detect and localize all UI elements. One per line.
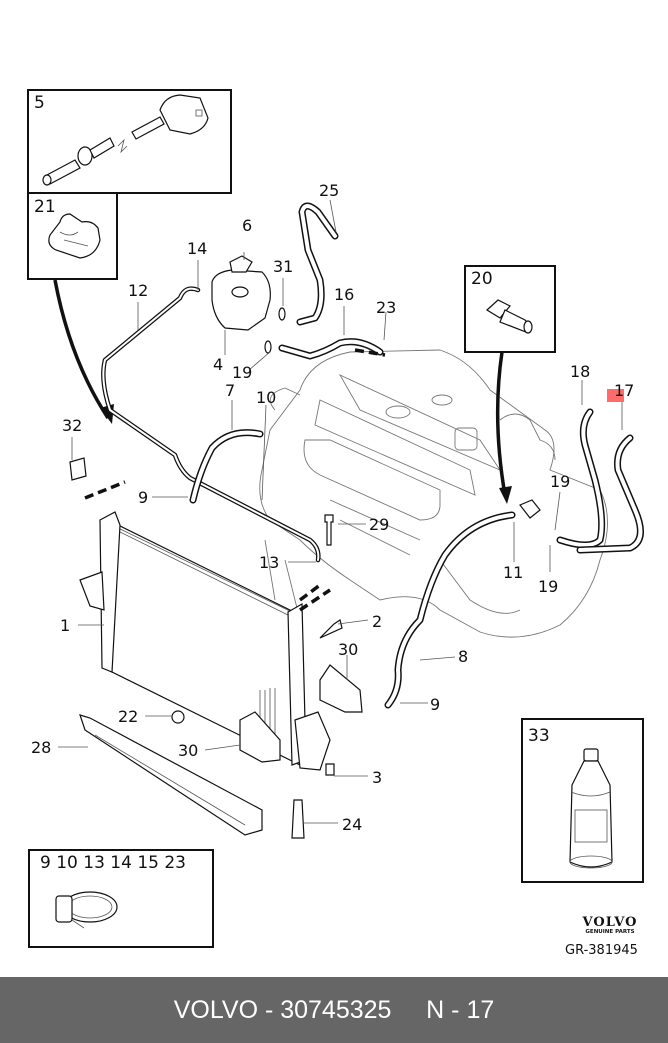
- bolt-29[interactable]: [324, 514, 334, 546]
- callout-16[interactable]: 16: [334, 285, 354, 304]
- brand-logo: VOLVO GENUINE PARTS: [560, 915, 660, 935]
- callout-32[interactable]: 32: [62, 416, 82, 435]
- nut-22[interactable]: [171, 710, 185, 724]
- inset-nipple[interactable]: 20: [464, 265, 556, 353]
- bolt-2[interactable]: [319, 619, 343, 639]
- callout-23[interactable]: 23: [376, 298, 396, 317]
- callout-30[interactable]: 30: [338, 640, 358, 659]
- o-ring-31: [278, 307, 286, 321]
- hose-clamp-icon: [55, 891, 118, 929]
- callout-19[interactable]: 19: [550, 472, 570, 491]
- clamp-part-numbers: 9 10 13 14 15 23: [40, 853, 186, 873]
- bleed-nipple-11[interactable]: [519, 499, 541, 519]
- bracket-upper[interactable]: [319, 664, 363, 713]
- highlight-marker: [607, 389, 624, 402]
- bolt-3[interactable]: [325, 763, 335, 776]
- inset-sensor[interactable]: 5: [27, 89, 232, 194]
- brand-name: VOLVO: [582, 915, 638, 930]
- callout-2[interactable]: 2: [372, 612, 382, 631]
- callout-25[interactable]: 25: [319, 181, 339, 200]
- callout-29[interactable]: 29: [369, 515, 389, 534]
- inset-hose-clamp[interactable]: 9 10 13 14 15 23: [28, 849, 214, 948]
- callout-30[interactable]: 30: [178, 741, 198, 760]
- callout-12[interactable]: 12: [128, 281, 148, 300]
- callout-19[interactable]: 19: [232, 363, 252, 382]
- radiator[interactable]: [79, 511, 307, 766]
- callout-24[interactable]: 24: [342, 815, 362, 834]
- callout-33: 33: [528, 726, 550, 746]
- brand-tagline: GENUINE PARTS: [585, 929, 635, 935]
- callout-9[interactable]: 9: [430, 695, 440, 714]
- callout-13[interactable]: 13: [259, 553, 279, 572]
- callout-22[interactable]: 22: [118, 707, 138, 726]
- callout-14[interactable]: 14: [187, 239, 207, 258]
- parts-diagram: 5 21 20: [27, 89, 644, 948]
- temperature-sensor-icon: [42, 94, 209, 186]
- callout-6[interactable]: 6: [242, 216, 252, 235]
- drawing-id: GR-381945: [565, 943, 638, 958]
- part-number-caption: VOLVO - 30745325 N - 17: [173, 995, 495, 1024]
- air-deflector[interactable]: [79, 714, 263, 836]
- callout-5: 5: [34, 93, 45, 113]
- inset-clip[interactable]: 21: [27, 192, 118, 280]
- leader-lines: [58, 199, 623, 824]
- bracket-lower[interactable]: [239, 711, 281, 763]
- callout-7[interactable]: 7: [225, 381, 235, 400]
- expansion-tank[interactable]: [211, 255, 271, 331]
- callout-4[interactable]: 4: [213, 355, 223, 374]
- callout-18[interactable]: 18: [570, 362, 590, 381]
- callout-9[interactable]: 9: [138, 488, 148, 507]
- callout-1[interactable]: 1: [60, 616, 70, 635]
- o-ring-19: [264, 340, 272, 354]
- callout-28[interactable]: 28: [31, 738, 51, 757]
- inset-coolant-bottle[interactable]: 33: [521, 718, 644, 883]
- assembly-line: [84, 480, 126, 500]
- callout-17[interactable]: 17: [614, 381, 634, 400]
- callout-11[interactable]: 11: [503, 563, 523, 582]
- footer-bar: VOLVO - 30745325 N - 17: [0, 977, 668, 1043]
- pointer-arrow: [53, 279, 110, 419]
- coolant-bottle-icon: [569, 748, 613, 869]
- hoses: [101, 202, 644, 709]
- stud-24[interactable]: [291, 799, 305, 839]
- pointer-arrow: [495, 351, 507, 496]
- rubber-bushing-32[interactable]: [69, 457, 87, 481]
- callout-31[interactable]: 31: [273, 257, 293, 276]
- callout-21: 21: [34, 197, 56, 217]
- callout-20: 20: [471, 269, 493, 289]
- clip-icon: [48, 213, 101, 259]
- callout-3[interactable]: 3: [372, 768, 382, 787]
- callout-labels: 1 2 3 4 6 7 8 9 9 10 11 12 13 14 16 17 1…: [31, 181, 634, 834]
- callout-8[interactable]: 8: [458, 647, 468, 666]
- bracket-mount[interactable]: [294, 711, 331, 771]
- callout-10[interactable]: 10: [256, 388, 276, 407]
- callout-19[interactable]: 19: [538, 577, 558, 596]
- hose-nipple-icon: [486, 299, 533, 334]
